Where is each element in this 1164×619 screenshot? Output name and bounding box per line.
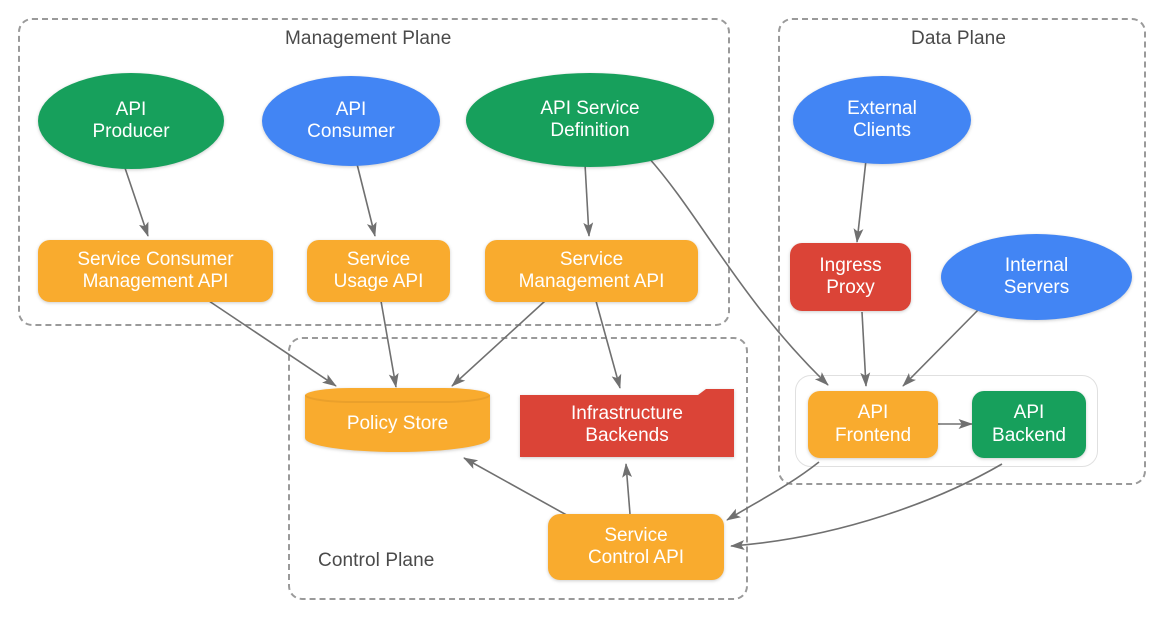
- node-service-control-api[interactable]: Service Control API: [548, 514, 724, 580]
- node-external-clients[interactable]: External Clients: [793, 76, 971, 164]
- group-label-data-plane: Data Plane: [911, 28, 1007, 49]
- node-api-frontend[interactable]: API Frontend: [808, 391, 938, 458]
- node-ingress-proxy[interactable]: Ingress Proxy: [790, 243, 911, 311]
- node-api-service-definition[interactable]: API Service Definition: [466, 73, 714, 167]
- node-service-management-api[interactable]: Service Management API: [485, 240, 698, 302]
- policy-store-cylinder-top: [305, 388, 490, 403]
- group-label-control-plane: Control Plane: [318, 550, 435, 571]
- group-label-management-plane: Management Plane: [285, 28, 452, 49]
- node-api-backend[interactable]: API Backend: [972, 391, 1086, 458]
- folder-shape: [520, 389, 734, 457]
- policy-store-label: Policy Store: [346, 413, 449, 434]
- node-policy-store[interactable]: Policy Store: [305, 388, 490, 452]
- node-service-usage-api[interactable]: Service Usage API: [307, 240, 450, 302]
- node-api-producer[interactable]: API Producer: [38, 73, 224, 169]
- policy-store-cylinder-body: [305, 395, 490, 452]
- node-service-consumer-management-api[interactable]: Service Consumer Management API: [38, 240, 273, 302]
- infrastructure-backends-label: Infrastructure Backends: [571, 402, 683, 446]
- node-infrastructure-backends[interactable]: Infrastructure Backends: [520, 389, 734, 457]
- node-api-consumer[interactable]: API Consumer: [262, 76, 440, 166]
- node-internal-servers[interactable]: Internal Servers: [941, 234, 1132, 320]
